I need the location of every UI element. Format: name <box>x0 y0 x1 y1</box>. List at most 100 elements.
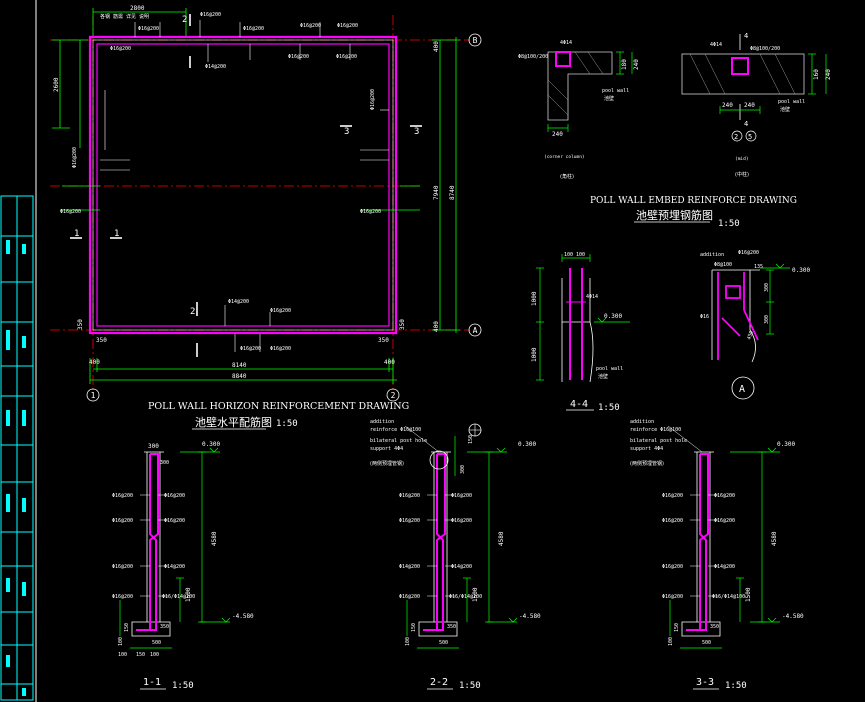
section-mark-3-left: 3 <box>344 127 349 137</box>
sec3-note2: reinforce Φ16@100 <box>630 427 681 433</box>
sec3-r4r: Φ16/Φ14@100 <box>712 594 745 600</box>
axis-bubble-2 <box>386 388 400 402</box>
dim-350-br: 350 <box>378 337 389 344</box>
sec3-r2l: Φ16@200 <box>662 518 683 524</box>
sec1-r3r: Φ14@200 <box>164 564 185 570</box>
rebar-plan-13: Φ16@200 <box>270 308 291 314</box>
corner-dim-240: 240 <box>552 131 563 138</box>
sec1-d4580: 4580 <box>211 531 218 546</box>
dim-inner-width: 8140 <box>232 362 247 369</box>
rebar-plan-12: Φ14@200 <box>228 299 249 305</box>
sec44-d100b: 100 <box>576 252 585 258</box>
plan-note-ref: 各钢 筋需 详见 说明 <box>100 13 149 20</box>
section-mark-1-left: 1 <box>74 229 79 239</box>
dim-350-r: 350 <box>399 319 406 330</box>
rebar-plan-14: Φ16@200 <box>240 346 261 352</box>
title-block-marks <box>6 240 26 696</box>
rebar-plan-17: Φ16@200 <box>370 89 376 110</box>
sec3-d500: 500 <box>702 640 711 646</box>
dim-bottom-left: 400 <box>89 359 100 366</box>
sec1-r1r: Φ16@200 <box>164 493 185 499</box>
sec44-scale: 1:50 <box>598 403 620 413</box>
sec2-d350: 350 <box>447 624 456 630</box>
mid-bar: 4Φ14 <box>710 42 722 48</box>
embed-mid-detail: 4Φ14 Φ8@100/200 4 4 240 240 160 240 pool… <box>681 32 832 178</box>
embed-scale: 1:50 <box>718 219 740 229</box>
sec44-d1000b: 1000 <box>531 347 538 362</box>
sec1-d300b: 300 <box>160 460 169 466</box>
detail-a-450: 450 <box>746 330 755 341</box>
sec2-r3l: Φ14@200 <box>399 564 420 570</box>
sec3-note1: addition <box>630 419 654 425</box>
sec2-r4l: Φ16@200 <box>399 594 420 600</box>
sec1-d100c: 100 <box>150 652 159 658</box>
detail-a-level: 0.300 <box>792 267 810 274</box>
detail-a-note: addition <box>700 252 724 258</box>
sec1-d1500: 1500 <box>185 587 192 602</box>
plan-section-marks <box>70 14 422 357</box>
sec44-wall-cn: 池壁 <box>598 373 608 380</box>
section-1-1-text: 300 300 0.300 -4.580 4580 1500 100 150 3… <box>112 441 254 691</box>
sec1-r3l: Φ16@200 <box>112 564 133 570</box>
embed-title-en: POLL WALL EMBED REINFORCE DRAWING <box>590 196 797 206</box>
sec3-r2r: Φ16@200 <box>714 518 735 524</box>
mid-wall: pool wall <box>778 99 805 105</box>
sec3-top-level: 0.300 <box>777 441 795 448</box>
rebar-plan-7: Φ16@200 <box>337 23 358 29</box>
dim-400-tr: 400 <box>433 41 440 52</box>
sec44-bar: 4Φ14 <box>586 294 598 300</box>
dim-350-l: 350 <box>77 319 84 330</box>
section-mark-2-top: 2 <box>182 15 187 25</box>
axis-label-b: B <box>473 36 478 45</box>
rebar-plan-5: Φ16@200 <box>243 26 264 32</box>
sec2-d1500: 1500 <box>472 587 479 602</box>
section-2-2 <box>404 423 518 649</box>
section-2-2-text: addition reinforce Φ16@100 bilateral pos… <box>370 419 541 691</box>
sec1-r4l: Φ16@200 <box>112 594 133 600</box>
sec3-note4: support 4Φ4 <box>630 446 663 452</box>
sec2-d150: 150 <box>468 435 474 444</box>
mid-sec-4-bottom: 4 <box>744 120 748 128</box>
sec3-d100: 100 <box>668 637 674 646</box>
mid-caption-cn: (中柱) <box>735 171 749 178</box>
sec1-r1l: Φ16@200 <box>112 493 133 499</box>
sec3-r3r: Φ14@200 <box>714 564 735 570</box>
detail-a-bar3: Φ16 <box>700 314 709 320</box>
mid-sec-4-top: 4 <box>744 32 748 40</box>
sec1-top-level: 0.300 <box>202 441 220 448</box>
mid-dim-240v: 240 <box>825 69 832 80</box>
mid-wall-cn: 池壁 <box>780 106 790 113</box>
dim-left: 2600 <box>53 77 60 92</box>
sec2-top-level: 0.300 <box>518 441 536 448</box>
sec2-r3r: Φ14@200 <box>451 564 472 570</box>
mid-caption: (mid) <box>735 156 749 162</box>
sec44-level: 0.300 <box>604 313 622 320</box>
sec44-d100a: 100 <box>564 252 573 258</box>
mid-dim-240a: 240 <box>722 102 733 109</box>
sec3-d350: 350 <box>710 624 719 630</box>
detail-a-label: A <box>739 384 745 395</box>
mid-bubble-5: 5 <box>748 133 752 141</box>
axis-label-1: 1 <box>91 391 96 400</box>
sec3-note3: bilateral post hole <box>630 438 687 444</box>
sec3-d4580: 4580 <box>771 531 778 546</box>
sec44-label: 4-4 <box>570 399 588 410</box>
plan-leaders <box>100 20 389 352</box>
dim-400-br: 400 <box>433 321 440 332</box>
embed-title-cn: 池壁预埋钢筋图 <box>636 208 713 222</box>
corner-stirrup: Φ8@100/200 <box>518 54 548 60</box>
sec2-scale: 1:50 <box>459 681 481 691</box>
sec2-note5: (两侧预埋管钢) <box>370 460 404 467</box>
rebar-plan-3: Φ16@200 <box>200 12 221 18</box>
plan-title-en: POLL WALL HORIZON REINFORCEMENT DRAWING <box>148 401 409 412</box>
mid-dim-240b: 240 <box>744 102 755 109</box>
sec3-note5: (两侧预埋管钢) <box>630 460 664 467</box>
sec1-d500: 500 <box>152 640 161 646</box>
axis-bubble-a <box>468 323 482 337</box>
detail-a-bar2: Φ8@100 <box>714 262 732 268</box>
embed-corner-detail: 4Φ14 Φ8@100/200 240 180 240 pool wall 池壁… <box>518 40 640 180</box>
sec2-note2: reinforce Φ16@100 <box>370 427 421 433</box>
dim-top: 2800 <box>130 5 145 12</box>
section-3-3-text: addition reinforce Φ16@100 bilateral pos… <box>630 419 804 691</box>
